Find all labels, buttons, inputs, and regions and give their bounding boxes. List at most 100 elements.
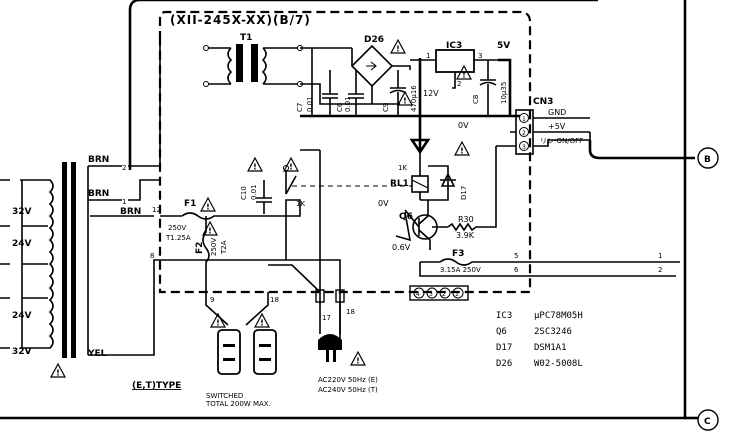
c7-value: 0.01 [306,96,314,112]
c10-label: C10 [240,186,248,200]
v06-label: 0.6V [392,243,411,252]
parts-value: 2SC3246 [534,327,572,337]
c9-value: 470μ16 [410,85,418,112]
f3-rating: 3.15A 250V [440,266,481,274]
cap-c9 [389,70,407,116]
r30-value: 3.9K [456,231,475,240]
conn-pin2: 2 [442,291,446,298]
outlet-right [253,329,277,375]
yel-label: YEL [87,349,107,359]
warning-icon [50,363,66,379]
c9-label: C9 [382,103,390,112]
board-title: (XII-245X-XX)(B/7) [170,13,311,27]
v12-label: 12V [423,89,439,98]
n12-label: 12 [152,206,161,214]
parts-value: μPC78M05H [534,311,583,321]
pin2-label: 2 [457,80,461,88]
v32a-label: 32V [12,207,32,217]
f3-label: F3 [452,249,464,259]
cn3-pin1: 1 [522,116,526,123]
d17-label: D17 [460,186,468,200]
type-label: (E,T)TYPE [132,381,181,391]
transformer-label: T1 [240,33,252,43]
mains-transformer [20,162,160,358]
cap-c8 [479,60,497,116]
connector-cn3 [495,109,591,200]
c6-label: C6 [336,102,344,112]
n5-label: 5 [514,252,518,260]
brn-leads [128,40,161,201]
ov-top-label: 0V [458,121,469,130]
v24a-label: 24V [12,239,32,249]
v32b-label: 32V [12,347,32,357]
c10-value: 0.01 [250,184,258,200]
n18a-label: 18 [270,296,279,304]
transistor-q6 [395,200,497,250]
f2-label: F2 [195,242,205,254]
warning-icon [390,39,406,55]
f1-amp: T1.25A [165,234,191,242]
fuse-f3 [419,258,680,277]
warning-icon [247,157,263,173]
n9-label: 9 [210,296,214,304]
ref-c-label: C [704,417,711,427]
mains-rail [160,259,341,350]
ic3-label: IC3 [446,41,462,51]
ac-label-1: AC220V 50Hz (E) [318,376,378,384]
board-outline [158,10,532,294]
cn3-pin3: 3 [522,144,526,151]
plus5v-label: +5V [548,122,566,131]
conn-pin3: 3 [429,291,433,298]
n8-label: 8 [150,252,154,260]
c8-value: 10μ35 [500,82,508,104]
warning-icon [350,351,366,367]
out1-label: 1 [658,252,662,260]
n1-label: 1 [122,198,126,206]
out2-label: 2 [658,266,662,274]
switched-label-2: TOTAL 200W MAX. [205,400,271,408]
brn1-label: BRN [88,155,109,165]
ac-plug [315,289,345,362]
c7-label: C7 [296,103,304,112]
c6-value: 0.01 [344,96,352,112]
outlet-wiring [205,149,321,326]
ov-mid-label: 0V [378,199,389,208]
parts-ref: Q6 [496,327,507,337]
pin1-label: 1 [426,52,430,60]
f1-rating: 250V [168,224,186,232]
connector-4pin [409,285,469,301]
relay-1k-label: 1K [398,164,407,172]
parts-value: DSM1A1 [534,343,567,353]
relay-on-off-label: リレ-ON/OFF [540,137,583,145]
n6-label: 6 [514,266,519,274]
c8-label: C8 [472,95,480,104]
r30-label: R30 [458,215,474,224]
ref-b-icon [697,147,719,169]
bridge-rectifier-d26 [350,44,411,104]
parts-value: W02-5008L [534,359,583,369]
rl1-label: RL1 [390,179,409,189]
parts-ref: D26 [496,359,512,369]
gnd-label: GND [548,108,566,117]
ac-label-2: AC240V 50Hz (T) [318,386,378,394]
warning-icon [200,197,216,213]
relay-rl1 [409,138,456,201]
f2-rating: 250V [210,238,218,256]
ref-b-label: B [704,155,711,165]
conn-pin1: 1 [455,291,459,298]
d26-label: D26 [364,35,384,45]
pin3-label: 3 [478,52,482,60]
switched-label-1: SWITCHED [206,392,243,400]
transformer-t1 [203,44,303,87]
regulator-ic3 [410,49,512,150]
left-stubs [0,179,10,349]
outlet-left [217,329,241,375]
parts-ref: D17 [496,343,512,353]
warning-icon [454,141,470,157]
warning-icon [254,313,270,329]
parts-ref: IC3 [496,311,512,321]
v5-label: 5V [497,41,510,51]
cap-c10 [256,180,272,214]
n17-label: 17 [322,314,331,322]
